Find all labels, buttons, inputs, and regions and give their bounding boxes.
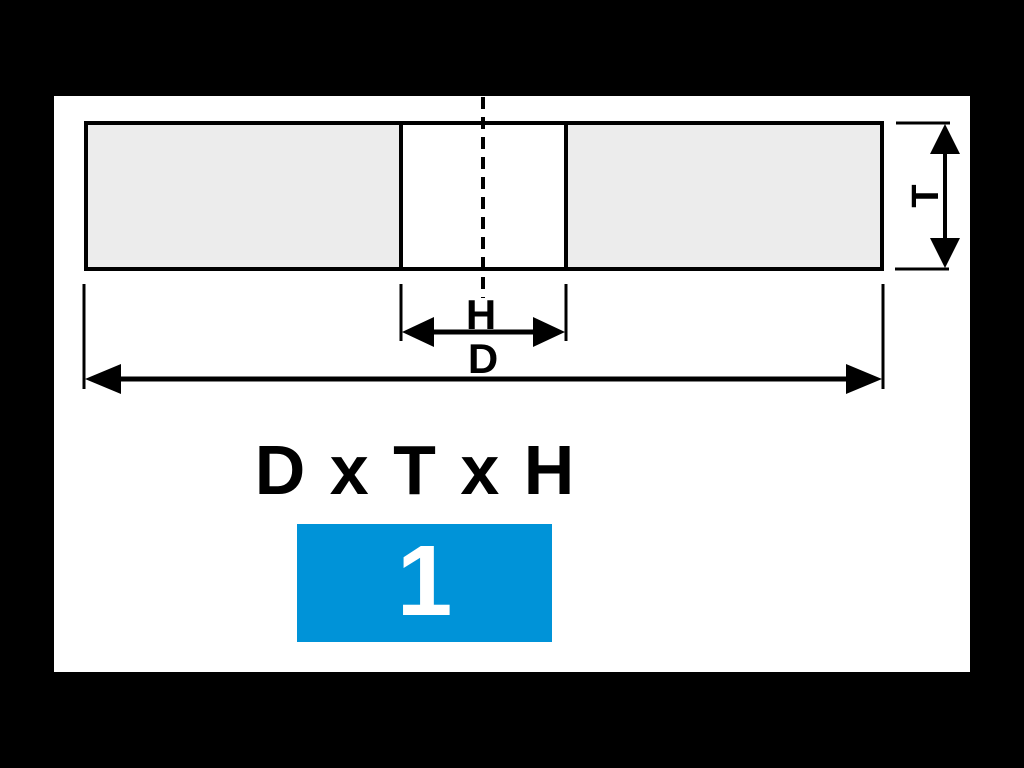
dim-h-label: H xyxy=(466,291,496,338)
dim-h-arrowhead-right-icon xyxy=(533,317,565,347)
dim-t-arrowhead-up-icon xyxy=(930,124,960,154)
content-panel: T H D D x T x H 1 xyxy=(54,96,970,672)
dim-t-arrowhead-down-icon xyxy=(930,238,960,268)
dimension-formula-text: D x T x H xyxy=(254,431,576,509)
wheel-type-number: 1 xyxy=(396,525,453,637)
wheel-dimension-diagram: T H D xyxy=(82,97,960,394)
wheel-type-badge: 1 xyxy=(297,524,552,642)
dim-h-arrowhead-left-icon xyxy=(402,317,434,347)
dim-t-label: T xyxy=(905,184,947,207)
dim-d-label: D xyxy=(468,335,498,382)
dim-d-arrowhead-right-icon xyxy=(846,364,882,394)
dim-d-arrowhead-left-icon xyxy=(85,364,121,394)
